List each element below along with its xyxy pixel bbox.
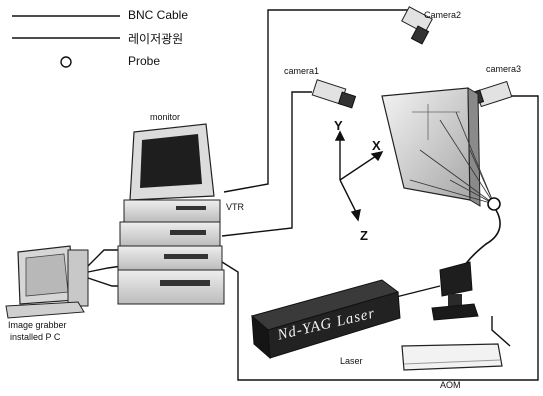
pc-cable-1 <box>88 250 122 266</box>
camera3-label: camera3 <box>486 64 521 74</box>
legend-bnc-label: BNC Cable <box>128 8 188 22</box>
rack-unit-4 <box>118 270 224 304</box>
axis-x-label: X <box>372 138 381 153</box>
probe-symbol <box>488 198 500 210</box>
computer <box>6 246 88 318</box>
computer-case <box>68 250 88 306</box>
monitor-screen <box>140 134 202 188</box>
laser-label: Laser <box>340 356 363 366</box>
axis-x-line <box>340 156 376 180</box>
computer-keyboard <box>6 302 84 318</box>
test-tank <box>382 88 500 270</box>
probe-fiber <box>462 210 500 270</box>
camera2-cable <box>224 10 410 192</box>
axis-x-arrow <box>372 152 382 160</box>
mirror-base <box>432 304 478 320</box>
vtr-label: VTR <box>226 202 244 212</box>
axis-z-line <box>340 180 356 212</box>
monitor-label: monitor <box>150 112 180 122</box>
aom-label: AOM <box>440 380 461 390</box>
pc-label-line2: installed P C <box>10 332 60 342</box>
camera3-body <box>476 81 511 106</box>
axis-z-arrow <box>352 210 360 220</box>
legend-probe-symbol <box>61 57 71 67</box>
laser-aom-line <box>492 316 510 346</box>
axis-z-label: Z <box>360 228 368 243</box>
pc-label-line1: Image grabber <box>8 320 67 330</box>
laser-mirror-line <box>392 286 440 298</box>
mirror-head <box>440 262 472 296</box>
legend <box>12 16 120 67</box>
camera1-lens <box>338 92 355 108</box>
camera1 <box>312 80 355 108</box>
legend-laser-label: 레이저광원 <box>128 30 183 47</box>
aom-body <box>402 344 502 370</box>
legend-probe-label: Probe <box>128 54 160 68</box>
aom <box>402 344 502 370</box>
vtr-unit <box>124 200 220 222</box>
camera1-label: camera1 <box>284 66 319 76</box>
axis-y-label: Y <box>334 118 343 133</box>
axis-y-arrow <box>336 132 344 140</box>
mirror-mount <box>432 262 478 320</box>
camera2-label: Camera2 <box>424 10 461 20</box>
camera1-cable <box>222 92 312 236</box>
monitor-rack <box>118 124 224 304</box>
tank-front-face <box>382 88 470 200</box>
pc-cable-2 <box>88 266 122 272</box>
tank-side-face <box>468 88 480 206</box>
computer-screen <box>26 254 68 296</box>
